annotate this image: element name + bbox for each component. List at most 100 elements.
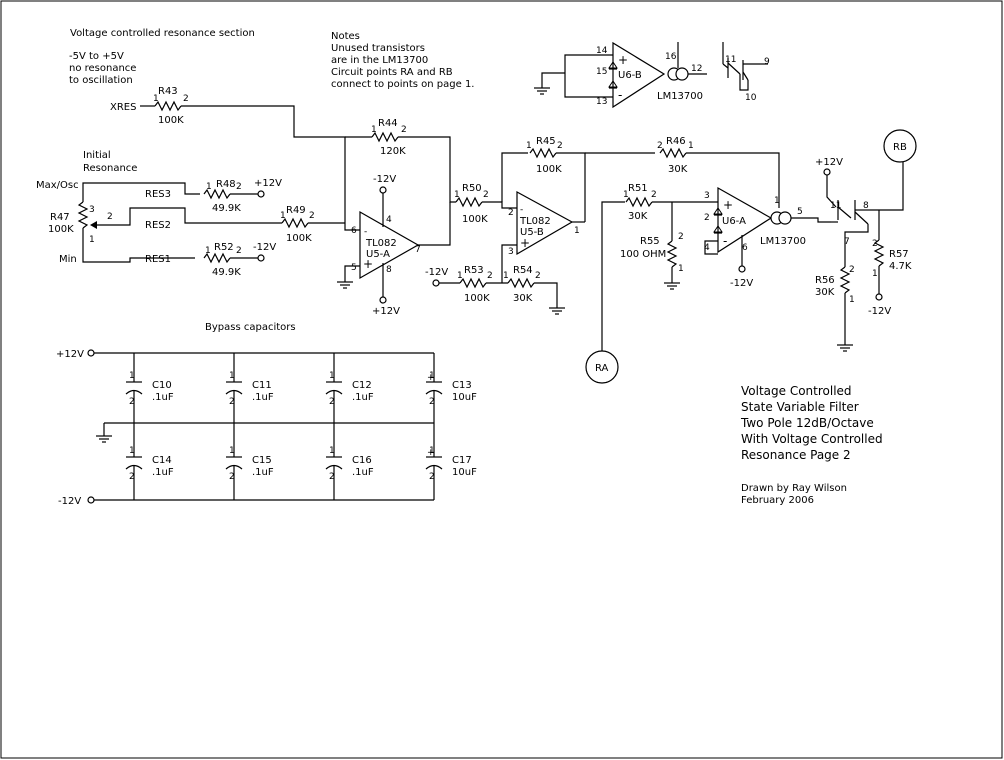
svg-text:R45: R45 — [536, 136, 556, 147]
svg-text:R51: R51 — [628, 183, 648, 194]
svg-text:49.9K: 49.9K — [212, 203, 241, 214]
svg-text:.1uF: .1uF — [352, 467, 374, 478]
resistor-r51: 1 2 R51 30K — [601, 183, 718, 334]
svg-text:49.9K: 49.9K — [212, 267, 241, 278]
svg-text:100K: 100K — [536, 164, 562, 175]
svg-text:RES1: RES1 — [145, 254, 171, 265]
svg-text:16: 16 — [665, 52, 677, 62]
svg-text:.1uF: .1uF — [252, 392, 274, 403]
svg-text:120K: 120K — [380, 146, 406, 157]
resistor-r54: 1 2 R54 30K — [503, 265, 565, 315]
xres-net: XRES — [110, 102, 155, 113]
svg-text:1: 1 — [457, 271, 463, 281]
svg-text:1: 1 — [206, 182, 212, 192]
svg-text:1: 1 — [872, 269, 878, 279]
svg-text:2: 2 — [704, 213, 710, 223]
svg-text:100 OHM: 100 OHM — [620, 249, 666, 260]
svg-text:+: + — [618, 53, 628, 67]
control-range-text: -5V to +5V no resonance to oscillation — [69, 51, 137, 86]
svg-text:1: 1 — [429, 371, 435, 381]
svg-text:5: 5 — [351, 263, 357, 273]
svg-text:U5-A: U5-A — [366, 249, 390, 260]
opamp-u5a: - + TL082 U5-A 6 5 4 8 7 -12V +12V — [337, 174, 451, 317]
svg-text:Resonance: Resonance — [83, 163, 137, 174]
svg-text:1: 1 — [371, 125, 377, 135]
bypass-rail-ground — [96, 422, 434, 443]
resistor-r55: 2 1 R55 100 OHM — [620, 202, 684, 290]
svg-text:100K: 100K — [48, 224, 74, 235]
svg-text:-: - — [364, 227, 367, 237]
svg-text:.1uF: .1uF — [352, 392, 374, 403]
svg-text:1: 1 — [129, 446, 135, 456]
bypass-rail-minus12: -12V — [58, 496, 434, 507]
svg-text:2: 2 — [329, 397, 335, 407]
resistor-r49: 1 2 R49 100K — [280, 205, 345, 244]
svg-text:R57: R57 — [889, 249, 909, 260]
svg-text:2: 2 — [229, 472, 235, 482]
svg-text:3: 3 — [704, 191, 710, 201]
svg-text:-12V: -12V — [373, 174, 396, 185]
svg-text:R56: R56 — [815, 275, 835, 286]
svg-text:1: 1 — [229, 446, 235, 456]
resistor-r56: 2 1 R56 30K — [815, 265, 855, 352]
svg-text:2: 2 — [429, 397, 435, 407]
svg-text:100K: 100K — [462, 214, 488, 225]
svg-text:2: 2 — [129, 472, 135, 482]
svg-text:2: 2 — [236, 246, 242, 256]
svg-text:RES3: RES3 — [145, 189, 171, 200]
svg-text:R52: R52 — [214, 242, 234, 253]
svg-text:+12V: +12V — [372, 306, 400, 317]
ota-u6a: + - 3 2 4 6 U6-A -12V 1 5 LM13700 — [704, 186, 831, 289]
svg-text:2: 2 — [183, 94, 189, 104]
svg-text:6: 6 — [351, 226, 357, 236]
svg-text:100K: 100K — [158, 115, 184, 126]
ota-u6b: + - 14 15 13 U6-B 16 12 LM13700 — [534, 41, 707, 109]
svg-text:30K: 30K — [513, 293, 533, 304]
svg-text:C10: C10 — [152, 380, 172, 391]
svg-text:.1uF: .1uF — [152, 392, 174, 403]
svg-text:15: 15 — [596, 67, 607, 77]
svg-text:R50: R50 — [462, 183, 482, 194]
svg-text:Initial: Initial — [83, 150, 111, 161]
svg-text:RB: RB — [893, 142, 907, 153]
svg-text:R44: R44 — [378, 118, 398, 129]
svg-text:R46: R46 — [666, 136, 686, 147]
svg-text:10: 10 — [745, 93, 757, 103]
svg-text:4: 4 — [704, 243, 710, 253]
bypass-capacitor-grid: 12C10.1uF12C11.1uF12C12.1uF12C1310uF+12C… — [125, 353, 477, 500]
resistor-r52: RES1 1 2 R52 49.9K -12V — [145, 242, 276, 278]
svg-text:30K: 30K — [668, 164, 688, 175]
svg-text:R49: R49 — [286, 205, 306, 216]
svg-text:6: 6 — [742, 243, 748, 253]
svg-text:XRES: XRES — [110, 102, 136, 113]
svg-text:3: 3 — [508, 247, 514, 257]
svg-text:1: 1 — [503, 271, 509, 281]
svg-text:2: 2 — [129, 397, 135, 407]
svg-text:-12V: -12V — [730, 278, 753, 289]
svg-text:-12V: -12V — [868, 306, 891, 317]
svg-text:-: - — [520, 205, 523, 215]
svg-text:30K: 30K — [815, 287, 835, 298]
svg-text:1: 1 — [574, 226, 580, 236]
svg-text:100K: 100K — [464, 293, 490, 304]
svg-text:4: 4 — [386, 215, 392, 225]
svg-text:R53: R53 — [464, 265, 484, 276]
svg-text:C17: C17 — [452, 455, 472, 466]
svg-text:2: 2 — [657, 141, 663, 151]
svg-text:9: 9 — [764, 57, 770, 67]
resistor-r44: 1 2 R44 120K — [371, 118, 407, 157]
pot-r47: Initial Resonance Max/Osc Min R47 100K 3… — [36, 150, 282, 265]
svg-text:C16: C16 — [352, 455, 372, 466]
svg-text:13: 13 — [596, 97, 607, 107]
svg-text:-12V: -12V — [253, 242, 276, 253]
svg-text:C13: C13 — [452, 380, 472, 391]
svg-text:Min: Min — [59, 254, 77, 265]
svg-text:4.7K: 4.7K — [889, 261, 912, 272]
opamp-u5b: - + TL082 U5-B 2 3 1 — [501, 190, 585, 283]
darlington-q-right: +12V 11 8 7 — [815, 157, 904, 267]
